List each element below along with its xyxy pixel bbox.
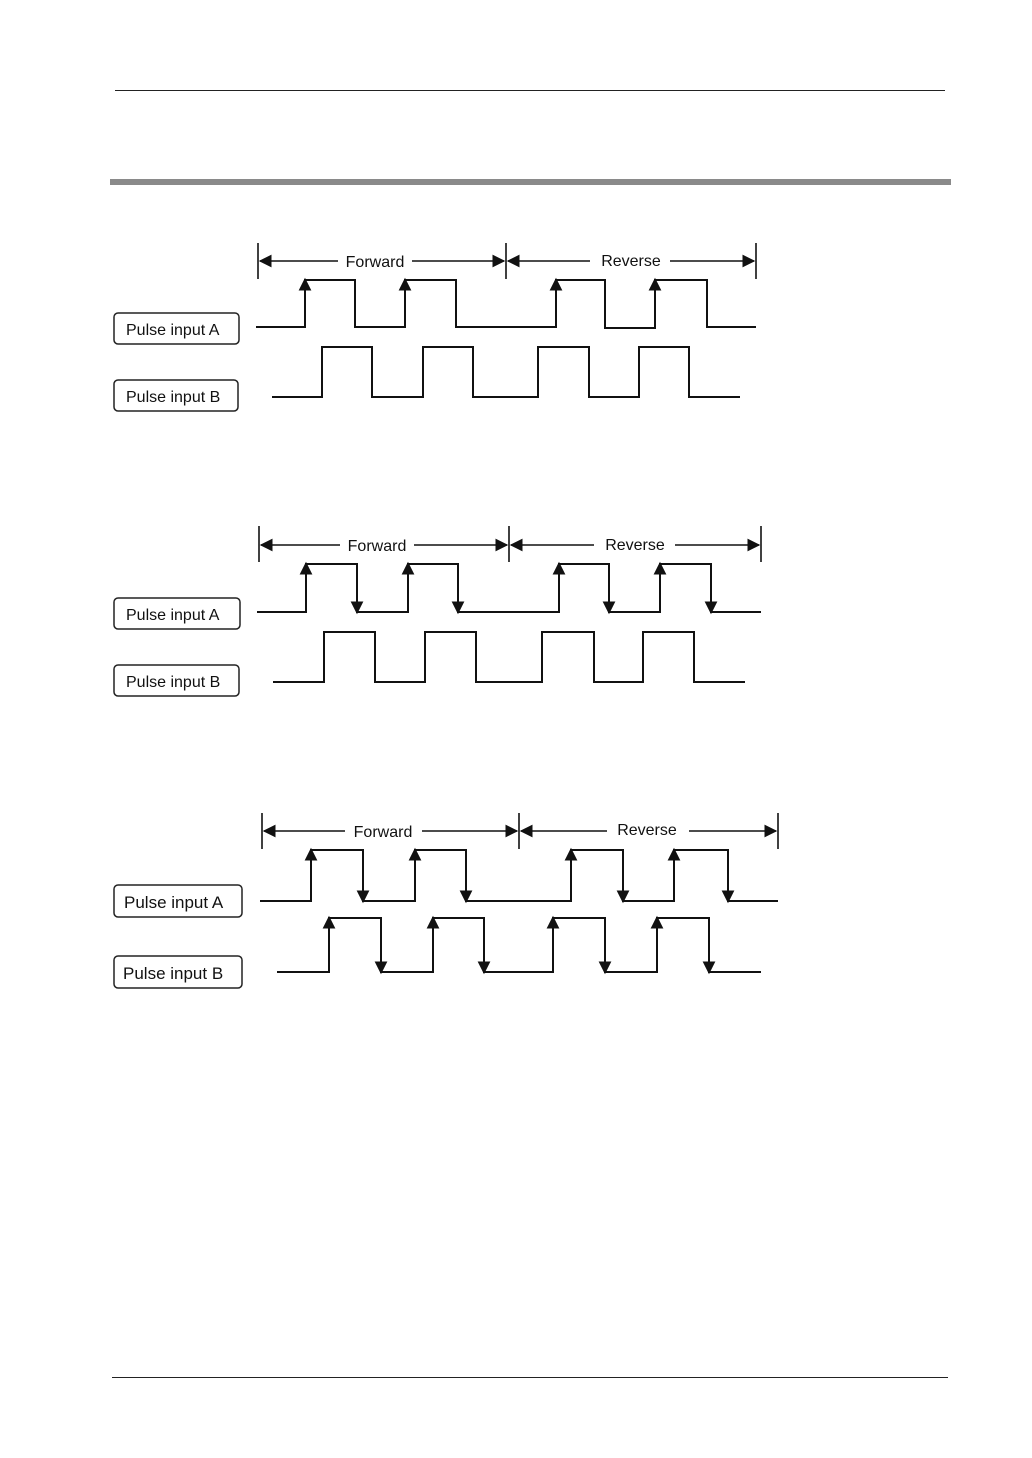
signal-b-waveform [273, 632, 745, 682]
signal-a-waveform [260, 850, 778, 901]
reverse-label: Reverse [617, 822, 677, 839]
signal-a-waveform [256, 280, 756, 328]
signal-b-label: Pulse input B [123, 964, 223, 983]
forward-label: Forward [354, 824, 413, 841]
signal-a-label: Pulse input A [126, 322, 220, 339]
reverse-label: Reverse [605, 537, 665, 554]
timing-diagram-3: Forward Reverse Pulse input A Pulse inpu… [0, 805, 1032, 1005]
edge-arrows-a [306, 563, 711, 613]
reverse-label: Reverse [601, 253, 661, 270]
section-divider [110, 179, 951, 185]
header-rule [115, 90, 945, 91]
signal-b-label: Pulse input B [126, 674, 220, 691]
signal-b-label: Pulse input B [126, 389, 220, 406]
edge-arrows-a [311, 849, 728, 902]
forward-label: Forward [348, 538, 407, 555]
signal-b-waveform [272, 347, 740, 397]
footer-rule [112, 1377, 948, 1378]
timing-diagram-2: Forward Reverse Pulse input A Pulse inpu… [0, 518, 1032, 708]
timing-diagram-1: Forward Reverse Pulse input A Pulse inpu… [0, 235, 1032, 425]
edge-arrows-b [329, 917, 709, 973]
forward-label: Forward [346, 254, 405, 271]
signal-a-label: Pulse input A [124, 893, 224, 912]
signal-a-waveform [257, 564, 761, 612]
signal-b-waveform [277, 918, 761, 972]
signal-a-label: Pulse input A [126, 607, 220, 624]
